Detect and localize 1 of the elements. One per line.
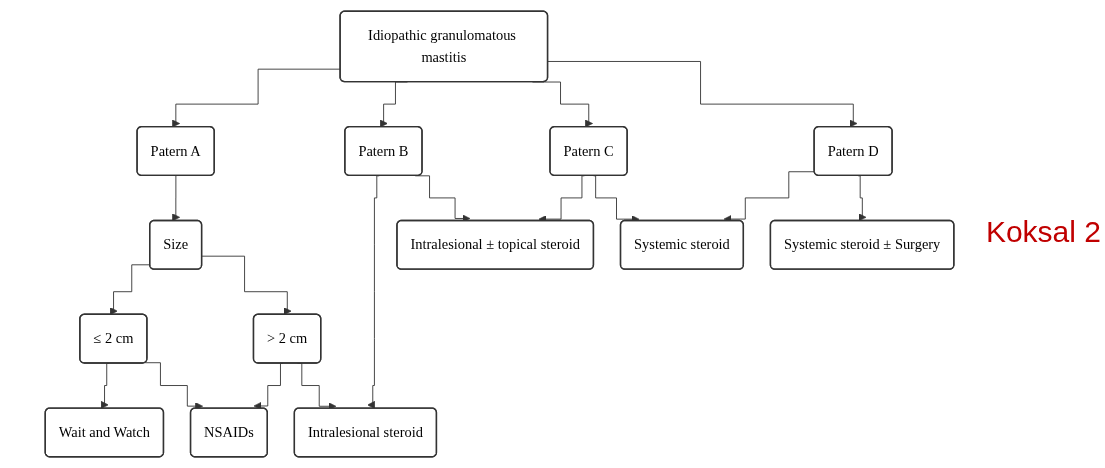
- citation-note: Koksal 2: [985, 215, 1101, 249]
